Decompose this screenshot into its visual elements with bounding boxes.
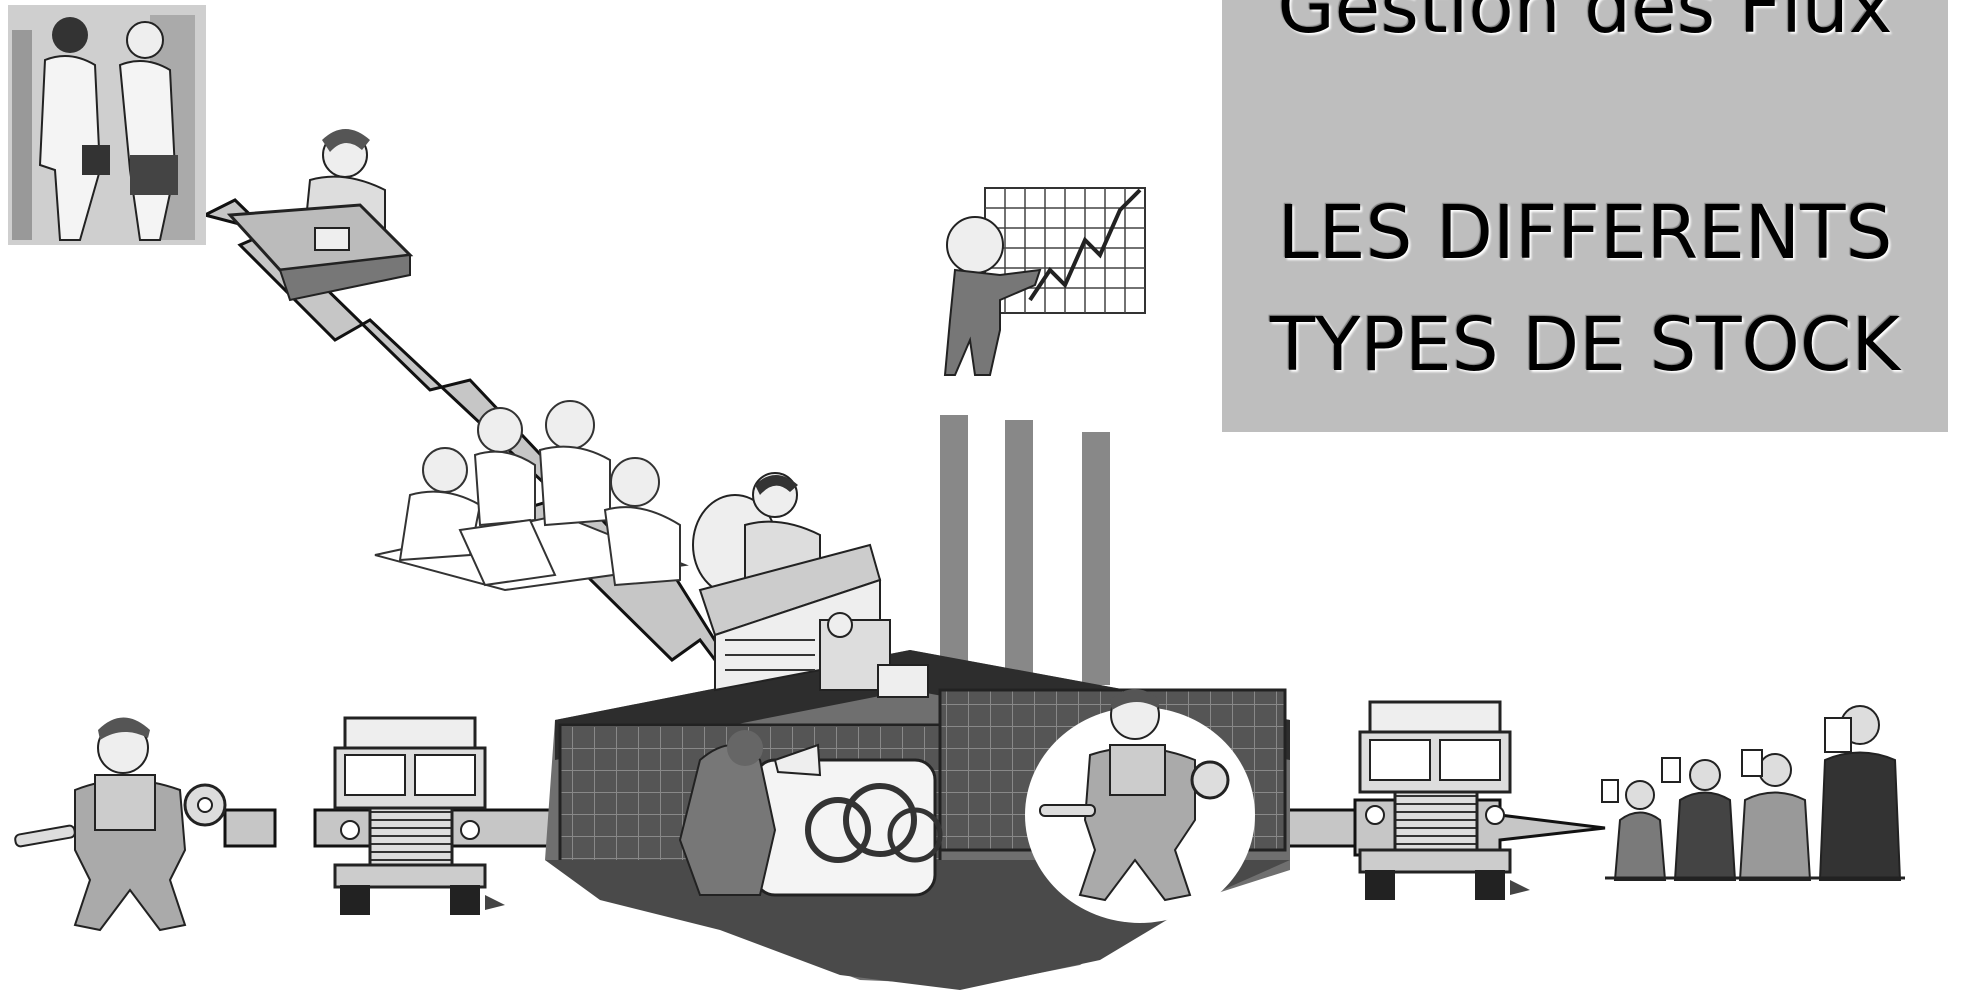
- receptionist-icon: [230, 129, 410, 300]
- title-line-2: LES DIFFERENTS: [1278, 196, 1893, 270]
- title-line-3: TYPES DE STOCK: [1270, 308, 1900, 382]
- handshake-icon: [8, 5, 206, 245]
- title-line-1: Gestion des Flux: [1277, 0, 1892, 44]
- customers-icon: [1602, 706, 1905, 880]
- worker-left-icon: [14, 718, 225, 931]
- analyst-chart-icon: [945, 188, 1145, 375]
- title-box: Gestion des Flux LES DIFFERENTS TYPES DE…: [1222, 0, 1948, 432]
- team-meeting-icon: [375, 401, 685, 590]
